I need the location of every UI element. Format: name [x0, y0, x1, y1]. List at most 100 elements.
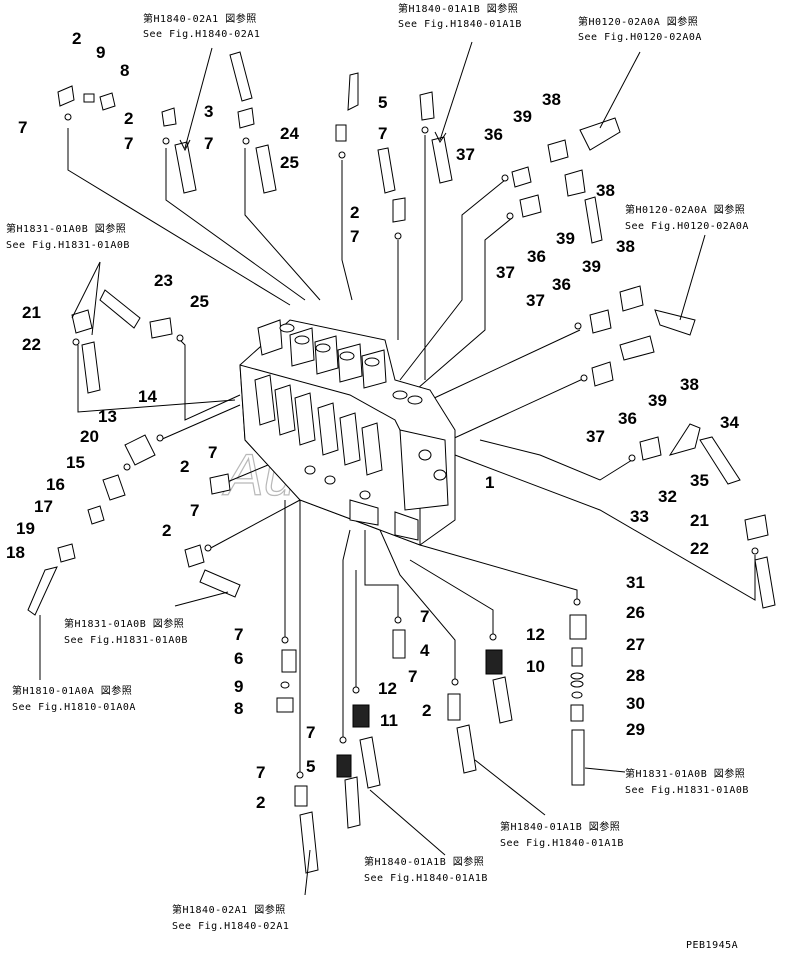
callout-38: 38	[596, 181, 615, 200]
ref-h1840-02a1-en: See Fig.H1840-02A1	[143, 29, 260, 40]
callout-2: 2	[162, 521, 171, 540]
callout-7: 7	[350, 227, 359, 246]
callout-34: 34	[720, 413, 739, 432]
callout-11: 11	[380, 711, 398, 730]
callout-36: 36	[527, 247, 546, 266]
ref-h1840-01a1b-jp: 第H1840-01A1B 図参照	[500, 820, 620, 833]
callout-7: 7	[306, 723, 315, 742]
ref-h1840-02a1-jp: 第H1840-02A1 図参照	[143, 12, 257, 25]
callout-36: 36	[484, 125, 503, 144]
callout-18: 18	[6, 543, 25, 562]
callout-4: 4	[420, 641, 430, 660]
ref-h0120-02a0a-en: See Fig.H0120-02A0A	[578, 32, 702, 43]
ref-h0120-02a0a-en: See Fig.H0120-02A0A	[625, 221, 749, 232]
callout-9: 9	[234, 677, 243, 696]
drawing-number: PEB1945A	[686, 940, 738, 951]
callout-39: 39	[648, 391, 667, 410]
ref-h1840-01a1b-en: See Fig.H1840-01A1B	[364, 873, 488, 884]
ref-h0120-02a0a-jp: 第H0120-02A0A 図参照	[578, 15, 698, 28]
callout-37: 37	[456, 145, 475, 164]
callout-25: 25	[280, 153, 299, 172]
ref-h1831-01a0b-en: See Fig.H1831-01A0B	[6, 240, 130, 251]
ref-h1840-01a1b-jp: 第H1840-01A1B 図参照	[364, 855, 484, 868]
ref-h1810-01a0a-jp: 第H1810-01A0A 図参照	[12, 684, 132, 697]
callout-36: 36	[618, 409, 637, 428]
callout-6: 6	[234, 649, 243, 668]
ref-h1831-01a0b-jp: 第H1831-01A0B 図参照	[625, 767, 745, 780]
callout-37: 37	[496, 263, 515, 282]
callout-9: 9	[96, 43, 105, 62]
o-rings	[64, 113, 759, 779]
control-valve-body	[239, 319, 456, 546]
callout-28: 28	[626, 666, 645, 685]
cross-references: 第H1840-02A1 図参照 See Fig.H1840-02A1 第H184…	[6, 2, 749, 932]
callout-24: 24	[280, 124, 299, 143]
ref-h1831-01a0b-en: See Fig.H1831-01A0B	[64, 635, 188, 646]
callout-26: 26	[626, 603, 645, 622]
callout-21: 21	[22, 303, 41, 322]
callout-10: 10	[526, 657, 545, 676]
callout-2: 2	[72, 29, 81, 48]
ref-h1810-01a0a-en: See Fig.H1810-01A0A	[12, 702, 136, 713]
callout-25: 25	[190, 292, 209, 311]
callout-27: 27	[626, 635, 645, 654]
callout-5: 5	[378, 93, 387, 112]
ref-h1840-02a1-en: See Fig.H1840-02A1	[172, 921, 289, 932]
callout-8: 8	[234, 699, 243, 718]
ref-h1831-01a0b-jp: 第H1831-01A0B 図参照	[64, 617, 184, 630]
callout-37: 37	[586, 427, 605, 446]
callout-12: 12	[378, 679, 397, 698]
callout-21: 21	[690, 511, 709, 530]
callout-39: 39	[582, 257, 601, 276]
ref-h1840-01a1b-en: See Fig.H1840-01A1B	[500, 838, 624, 849]
callout-7: 7	[124, 134, 133, 153]
callout-16: 16	[46, 475, 65, 494]
callout-7: 7	[256, 763, 265, 782]
callout-8: 8	[120, 61, 129, 80]
ref-h1831-01a0b-en: See Fig.H1831-01A0B	[625, 785, 749, 796]
ref-h1831-01a0b-jp: 第H1831-01A0B 図参照	[6, 222, 126, 235]
callout-15: 15	[66, 453, 85, 472]
callout-5: 5	[306, 757, 315, 776]
callout-37: 37	[526, 291, 545, 310]
callout-36: 36	[552, 275, 571, 294]
callout-29: 29	[626, 720, 645, 739]
callout-1: 1	[485, 473, 494, 492]
callout-7: 7	[18, 118, 27, 137]
callout-13: 13	[98, 407, 117, 426]
callout-22: 22	[690, 539, 709, 558]
callout-31: 31	[626, 573, 645, 592]
callout-3: 3	[204, 102, 213, 121]
callout-2: 2	[180, 457, 189, 476]
arrows	[39, 41, 706, 896]
ref-h1840-01a1b-jp: 第H1840-01A1B 図参照	[398, 2, 518, 15]
callout-7: 7	[408, 667, 417, 686]
callout-17: 17	[34, 497, 53, 516]
callout-39: 39	[513, 107, 532, 126]
callout-22: 22	[22, 335, 41, 354]
callout-7: 7	[190, 501, 199, 520]
callout-38: 38	[680, 375, 699, 394]
item-callouts: 2 9 8 7 2 7 3 7 24 25 5 7 2 7 38 39 36 3…	[6, 29, 739, 812]
callout-2: 2	[350, 203, 359, 222]
callout-7: 7	[234, 625, 243, 644]
callout-39: 39	[556, 229, 575, 248]
callout-2: 2	[256, 793, 265, 812]
callout-23: 23	[154, 271, 173, 290]
callout-2: 2	[124, 109, 133, 128]
callout-33: 33	[630, 507, 649, 526]
leader-lines	[67, 128, 756, 775]
callout-7: 7	[208, 443, 217, 462]
fittings	[27, 51, 776, 874]
callout-7: 7	[378, 124, 387, 143]
callout-32: 32	[658, 487, 677, 506]
ref-h1840-02a1-jp: 第H1840-02A1 図参照	[172, 903, 286, 916]
callout-14: 14	[138, 387, 157, 406]
callout-12: 12	[526, 625, 545, 644]
callout-35: 35	[690, 471, 709, 490]
callout-30: 30	[626, 694, 645, 713]
callout-38: 38	[616, 237, 635, 256]
ref-h0120-02a0a-jp: 第H0120-02A0A 図参照	[625, 203, 745, 216]
